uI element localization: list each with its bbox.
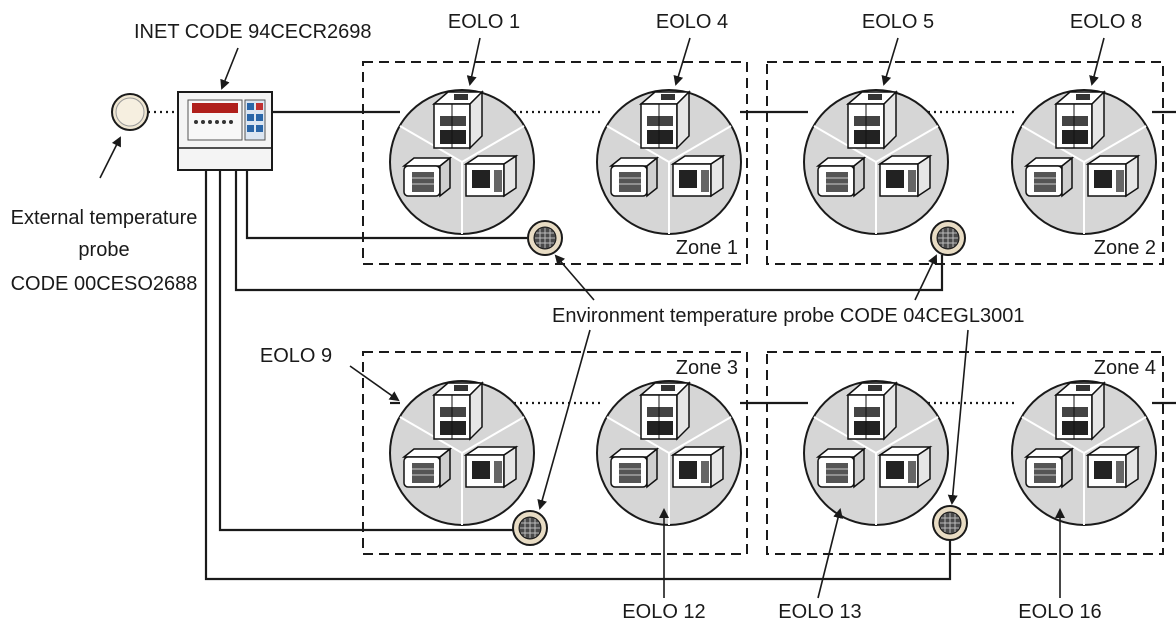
eolo12-label: EOLO 12	[622, 601, 705, 623]
wire-bus-bottom	[218, 170, 530, 532]
wire-bus-bottom-2	[204, 170, 952, 581]
arrow-env-probe-2	[914, 254, 938, 301]
unit-eolo-13	[803, 380, 949, 526]
arrow-eolo8	[1089, 37, 1105, 86]
eolo8-label: EOLO 8	[1070, 11, 1142, 33]
eolo13-label: EOLO 13	[778, 601, 861, 623]
eolo16-label: EOLO 16	[1018, 601, 1101, 623]
zone3-label: Zone 3	[676, 357, 738, 379]
zone4-label: Zone 4	[1094, 357, 1156, 379]
eolo1-label: EOLO 1	[448, 11, 520, 33]
zone2-label: Zone 2	[1094, 237, 1156, 259]
env-probe-zone2	[930, 220, 966, 256]
ext-probe-label-1: External temperature	[11, 207, 198, 229]
inet-code-label: INET CODE 94CECR2698	[134, 21, 372, 43]
env-probe-zone1	[527, 220, 563, 256]
arrow-eolo1	[466, 37, 481, 86]
ext-probe-label-3: CODE 00CESO2688	[11, 273, 198, 295]
unit-eolo-1	[389, 89, 535, 235]
arrow-env-probe-1	[554, 254, 595, 301]
env-probe-zone3	[512, 510, 548, 546]
arrow-ext-probe	[99, 136, 121, 179]
zone-3-box	[362, 351, 748, 555]
unit-eolo-12	[596, 380, 742, 526]
arrow-eolo5	[881, 37, 899, 86]
unit-eolo-5	[803, 89, 949, 235]
arrow-eolo4	[673, 37, 691, 86]
arrow-eolo13	[817, 508, 843, 599]
controller-panel	[177, 91, 273, 171]
zone-2-box	[766, 61, 1164, 265]
unit-eolo-16	[1011, 380, 1157, 526]
wire-probe-zone2	[234, 170, 944, 292]
arrow-eolo9	[349, 365, 400, 402]
zone-4-box	[766, 351, 1164, 555]
arrow-inet	[220, 47, 239, 90]
unit-eolo-8	[1011, 89, 1157, 235]
unit-eolo-9	[389, 380, 535, 526]
wire-probe-zone1	[245, 170, 527, 240]
env-probe-label: Environment temperature probe CODE 04CEG…	[552, 305, 1024, 327]
eolo9-label: EOLO 9	[260, 345, 332, 367]
ext-probe-label-2: probe	[78, 239, 129, 261]
external-probe	[111, 93, 149, 131]
env-probe-zone4	[932, 505, 968, 541]
zone1-label: Zone 1	[676, 237, 738, 259]
arrow-env-probe-3	[537, 329, 591, 510]
eolo4-label: EOLO 4	[656, 11, 728, 33]
arrow-env-probe-4	[947, 329, 969, 505]
unit-eolo-4	[596, 89, 742, 235]
eolo5-label: EOLO 5	[862, 11, 934, 33]
